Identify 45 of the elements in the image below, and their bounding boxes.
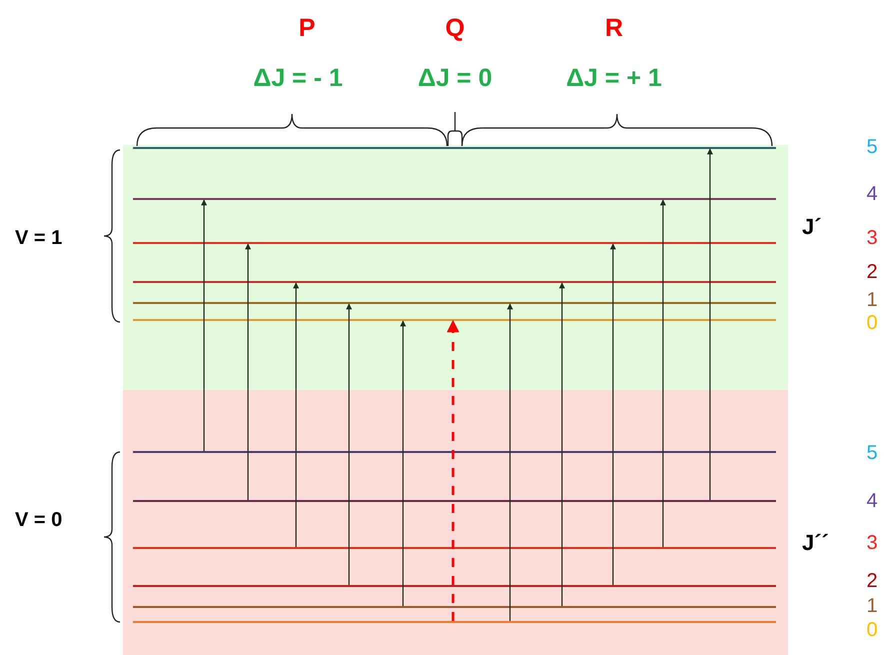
energy-level-line [133, 585, 776, 587]
quantum-number: 5 [866, 137, 878, 157]
rotational-level-label: J´´ [802, 532, 829, 554]
quantum-number: 0 [866, 620, 878, 640]
quantum-number: 4 [866, 184, 878, 204]
energy-level-line [133, 621, 776, 623]
quantum-number: 2 [866, 262, 878, 282]
transition-arrow [707, 148, 713, 500]
energy-level-line [133, 302, 776, 304]
transition-arrow [293, 282, 299, 547]
energy-level-line [133, 147, 776, 149]
quantum-number: 2 [866, 571, 878, 591]
quantum-number: 0 [866, 313, 878, 333]
rotational-level-label: J´ [802, 216, 822, 238]
transition-arrow [559, 282, 565, 606]
selection-rule: ΔJ = 0 [418, 66, 492, 91]
branch-label: P [298, 16, 316, 41]
selection-rule: ΔJ = - 1 [253, 66, 343, 91]
quantum-number: 1 [866, 596, 878, 616]
energy-level-line [133, 547, 776, 549]
energy-level-line [133, 319, 776, 321]
transition-arrow [400, 320, 406, 606]
vibrational-level-label: V = 1 [15, 228, 62, 248]
quantum-number: 5 [866, 443, 878, 463]
quantum-number: 3 [866, 533, 878, 553]
transition-arrow [346, 303, 352, 585]
energy-level-line [133, 500, 776, 502]
energy-level-line [133, 242, 776, 244]
branch-label: R [604, 16, 624, 41]
transition-arrow [507, 303, 513, 621]
energy-level-line [133, 606, 776, 608]
energy-level-line [133, 451, 776, 453]
transition-arrow [660, 199, 666, 547]
quantum-number: 1 [866, 290, 878, 310]
transition-arrow [201, 199, 207, 451]
transition-arrow [610, 243, 616, 585]
transition-arrow [446, 320, 460, 621]
vibrational-level-label: V = 0 [15, 510, 62, 530]
energy-level-line [133, 281, 776, 283]
energy-level-line [133, 198, 776, 200]
quantum-number: 4 [866, 491, 878, 511]
branch-label: Q [445, 16, 465, 41]
transition-arrow [245, 243, 251, 500]
selection-rule: ΔJ = + 1 [566, 66, 662, 91]
quantum-number: 3 [866, 228, 878, 248]
